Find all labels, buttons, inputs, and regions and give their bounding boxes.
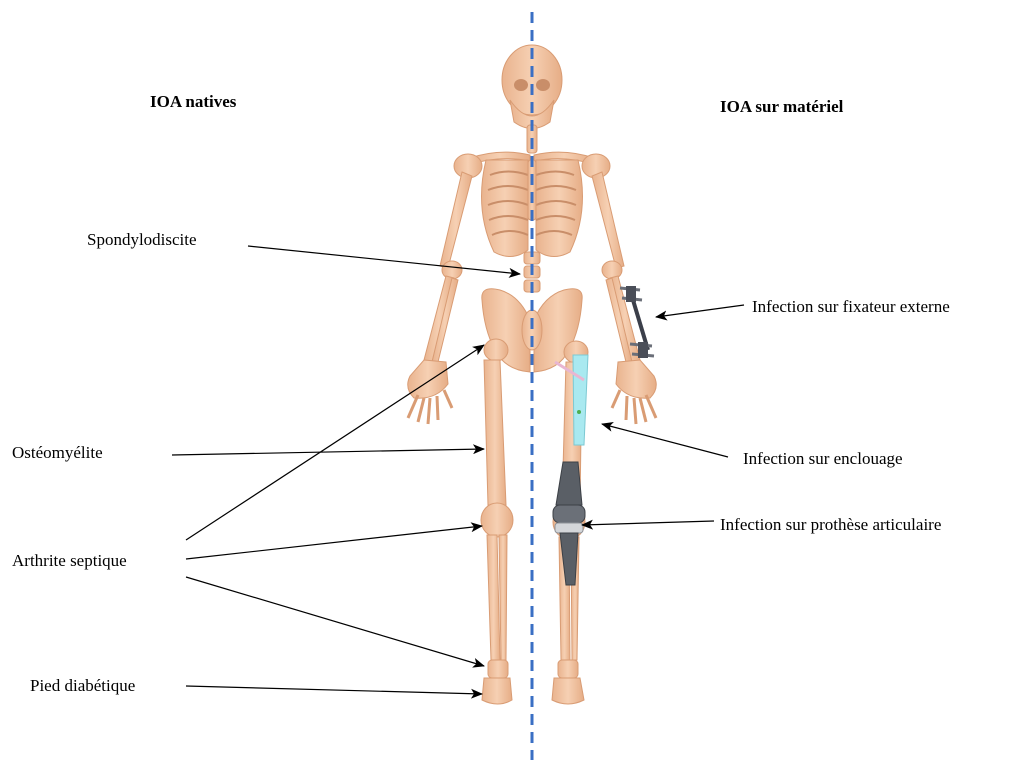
arrow-arthrite-ankle — [186, 577, 484, 666]
arrow-enclouage — [602, 424, 728, 457]
arrow-osteomyelite — [172, 449, 484, 455]
arrow-fixateur — [656, 305, 744, 317]
arrow-pied-diabetique — [186, 686, 482, 694]
arrow-spondylodiscite — [248, 246, 520, 274]
arrow-arthrite-knee — [186, 526, 482, 559]
arrow-arthrite-hip — [186, 345, 484, 540]
arrow-prothese — [582, 521, 714, 525]
knee-prosthesis — [553, 462, 585, 585]
left-leg — [481, 339, 513, 704]
left-arm — [408, 172, 472, 424]
